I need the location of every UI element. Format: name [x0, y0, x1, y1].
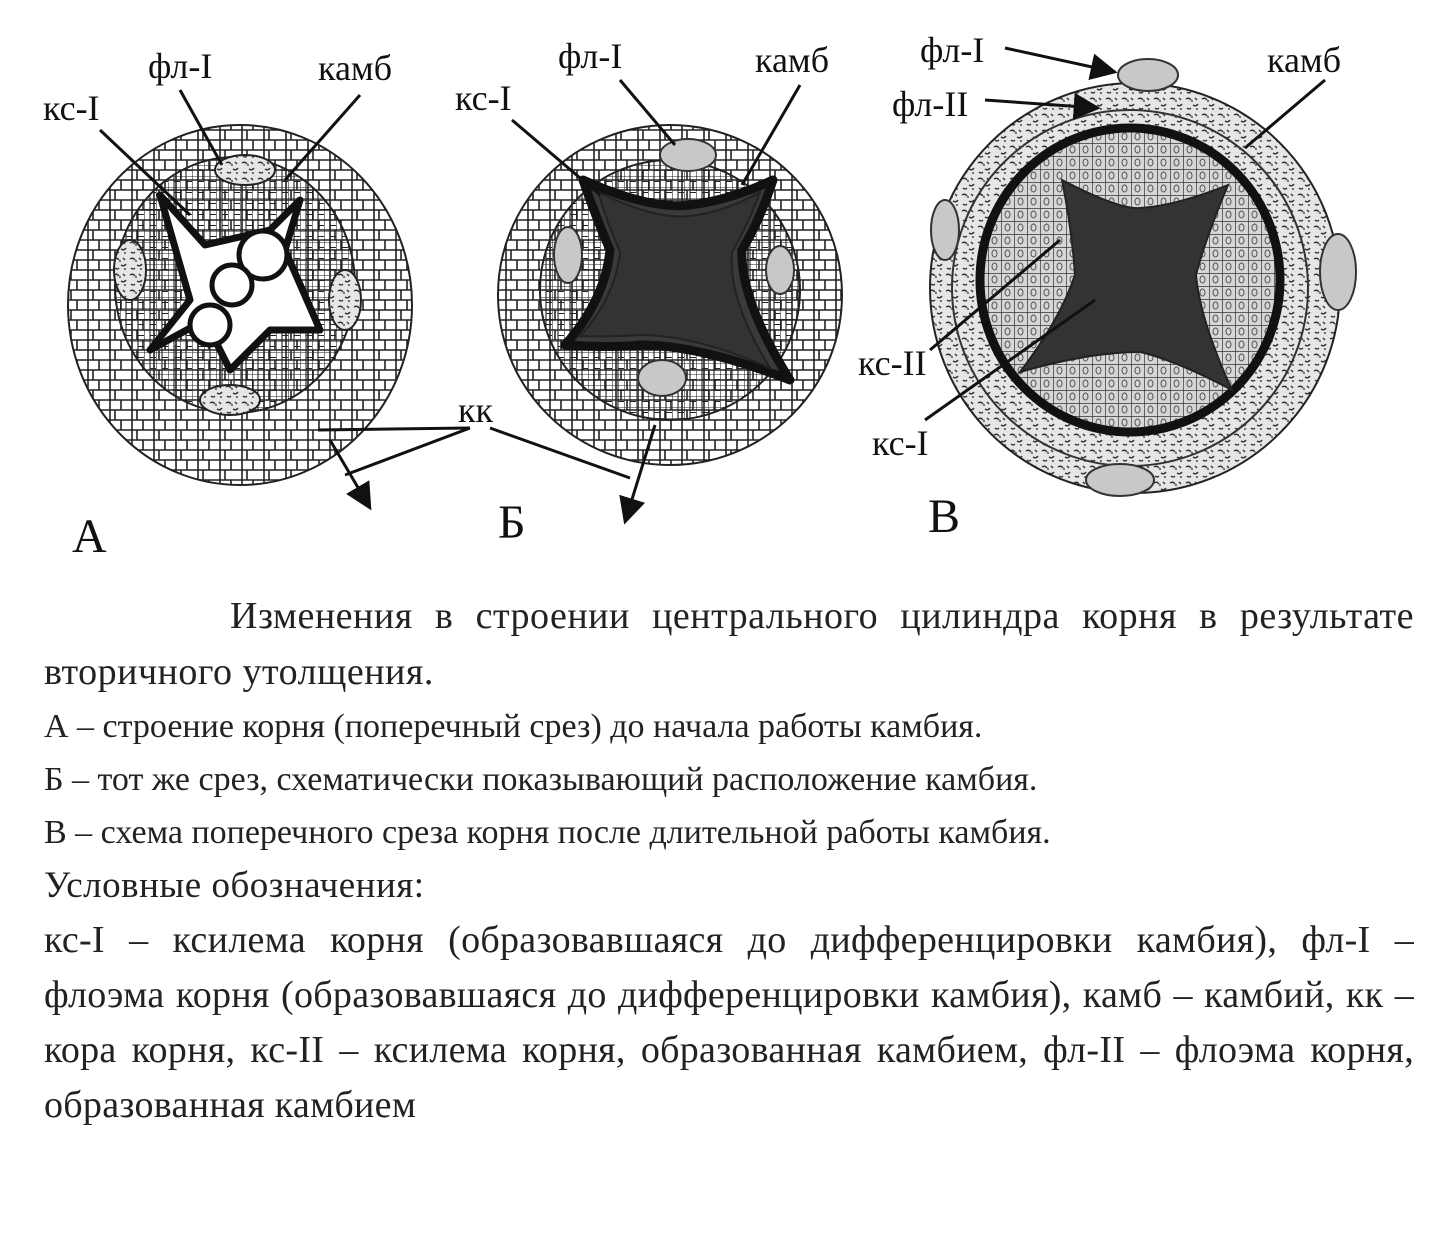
- leader-kk-A-top: [318, 428, 470, 430]
- section-B-phloem: [638, 360, 686, 396]
- caption-line-A: А – строение корня (поперечный срез) до …: [44, 700, 1414, 753]
- section-A: [68, 125, 412, 485]
- legend-heading: Условные обозначения:: [44, 859, 1414, 913]
- section-B: [498, 125, 842, 465]
- label-A-kamb: камб: [318, 48, 392, 88]
- section-A-phloem: [329, 270, 361, 330]
- label-A-ks1: кс-I: [43, 88, 100, 128]
- section-A-vessel: [190, 305, 230, 345]
- legend-text: кс-I – ксилема корня (образовавшаяся до …: [44, 913, 1414, 1133]
- figure-caption: Изменения в строении центрального цилинд…: [44, 588, 1414, 1133]
- panel-letter-B: Б: [498, 496, 526, 549]
- arrow-kk-A: [330, 440, 370, 508]
- leader-V-kamb: [1245, 80, 1325, 148]
- root-cross-section-figure: кс-I фл-I камб А кс-I фл-I камб Б фл-I ф…: [0, 0, 1453, 580]
- caption-line-V: В – схема поперечного среза корня после …: [44, 806, 1414, 859]
- label-V-ks2: кс-II: [858, 343, 927, 383]
- section-V-phloem-I: [1086, 464, 1154, 496]
- label-V-fl1: фл-I: [920, 30, 984, 70]
- section-B-phloem: [766, 246, 794, 294]
- section-A-vessel: [212, 265, 252, 305]
- label-B-fl1: фл-I: [558, 36, 622, 76]
- caption-line-B: Б – тот же срез, схематически показывающ…: [44, 753, 1414, 806]
- leader-kk-A: [345, 428, 470, 475]
- label-B-kamb: камб: [755, 40, 829, 80]
- section-V: [930, 59, 1356, 496]
- label-B-ks1: кс-I: [455, 78, 512, 118]
- panel-letter-V: В: [928, 490, 960, 543]
- section-A-phloem: [200, 385, 260, 415]
- section-V-phloem-I: [1320, 234, 1356, 310]
- panel-letter-A: А: [72, 510, 107, 563]
- section-V-phloem-I: [931, 200, 959, 260]
- label-V-kamb: камб: [1267, 40, 1341, 80]
- section-V-phloem-I: [1118, 59, 1178, 91]
- label-kk: кк: [458, 390, 493, 430]
- section-B-phloem: [660, 139, 716, 171]
- caption-title: Изменения в строении центрального цилинд…: [44, 588, 1414, 700]
- section-A-phloem: [114, 240, 146, 300]
- label-V-ks1: кс-I: [872, 423, 929, 463]
- label-V-fl2: фл-II: [892, 84, 968, 124]
- leader-V-fl1: [1005, 48, 1115, 72]
- label-A-fl1: фл-I: [148, 46, 212, 86]
- section-B-phloem: [554, 227, 582, 283]
- section-A-phloem: [215, 155, 275, 185]
